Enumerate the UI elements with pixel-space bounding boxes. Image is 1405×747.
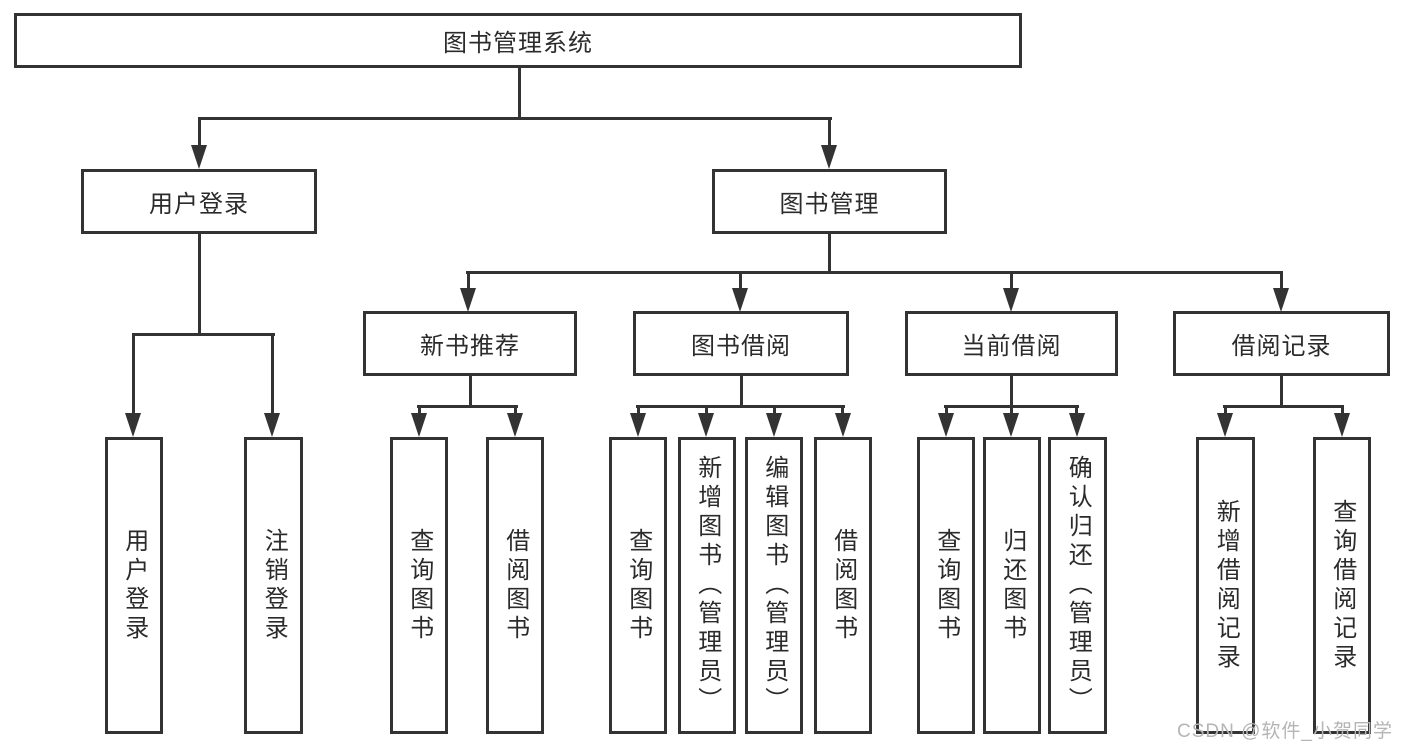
connector-line xyxy=(636,405,845,408)
leaf-user-login: 用户登录 xyxy=(105,437,163,734)
leaf-borrow-edit-admin: 编辑图书（管理员） xyxy=(745,437,803,734)
node-new-books: 新书推荐 xyxy=(363,311,577,376)
connector-line xyxy=(828,234,831,274)
arrow-down-icon xyxy=(1217,413,1233,437)
leaf-borrow-add-admin-label: 新增图书（管理员） xyxy=(693,455,721,716)
arrow-down-icon xyxy=(732,288,748,312)
connector-line xyxy=(740,376,743,407)
connector-line xyxy=(1224,405,1227,416)
leaf-borrow-query: 查询图书 xyxy=(609,437,667,734)
arrow-down-icon xyxy=(411,413,427,437)
leaf-user-login-label: 用户登录 xyxy=(120,527,148,644)
node-book-borrow-label: 图书借阅 xyxy=(691,333,791,360)
arrow-down-icon xyxy=(460,288,476,312)
connector-line xyxy=(637,405,640,416)
connector-line xyxy=(1075,405,1078,416)
connector-line xyxy=(132,333,135,415)
leaf-logout-label: 注销登录 xyxy=(260,527,288,644)
leaf-records-add: 新增借阅记录 xyxy=(1196,437,1255,734)
leaf-newbooks-borrow: 借阅图书 xyxy=(486,437,544,734)
connector-line xyxy=(828,117,831,148)
leaf-borrow-borrow: 借阅图书 xyxy=(814,437,872,734)
node-user-login: 用户登录 xyxy=(81,169,317,234)
connector-line xyxy=(518,68,521,120)
arrow-down-icon xyxy=(821,145,837,169)
node-root: 图书管理系统 xyxy=(14,13,1022,68)
node-new-books-label: 新书推荐 xyxy=(420,333,520,360)
leaf-current-return: 归还图书 xyxy=(983,437,1041,734)
leaf-logout: 注销登录 xyxy=(244,437,303,734)
connector-line xyxy=(1010,271,1013,290)
node-book-borrow: 图书借阅 xyxy=(633,311,849,376)
connector-line xyxy=(417,405,518,408)
arrow-down-icon xyxy=(507,413,523,437)
node-user-login-label: 用户登录 xyxy=(149,191,249,218)
connector-line xyxy=(271,333,274,415)
leaf-current-confirm-admin: 确认归还（管理员） xyxy=(1048,437,1107,734)
leaf-newbooks-query-label: 查询图书 xyxy=(405,527,433,644)
connector-line xyxy=(1341,405,1344,416)
leaf-current-query: 查询图书 xyxy=(917,437,975,734)
arrow-down-icon xyxy=(1069,413,1085,437)
arrow-down-icon xyxy=(835,413,851,437)
connector-line xyxy=(418,405,421,416)
node-root-label: 图书管理系统 xyxy=(443,30,593,57)
connector-line xyxy=(739,271,742,290)
arrow-down-icon xyxy=(698,413,714,437)
connector-line xyxy=(1223,405,1344,408)
leaf-borrow-borrow-label: 借阅图书 xyxy=(829,527,857,644)
leaf-current-return-label: 归还图书 xyxy=(998,527,1026,644)
connector-line xyxy=(945,405,948,416)
arrow-down-icon xyxy=(630,413,646,437)
leaf-records-add-label: 新增借阅记录 xyxy=(1212,498,1240,673)
connector-line xyxy=(466,271,1283,274)
leaf-borrow-query-label: 查询图书 xyxy=(624,527,652,644)
leaf-newbooks-borrow-label: 借阅图书 xyxy=(501,527,529,644)
connector-line xyxy=(198,117,832,120)
connector-line xyxy=(1280,376,1283,407)
connector-line xyxy=(198,117,201,148)
arrow-down-icon xyxy=(1003,288,1019,312)
arrow-down-icon xyxy=(766,413,782,437)
leaf-records-query: 查询借阅记录 xyxy=(1313,437,1371,734)
csdn-watermark: CSDN @软件_小贺同学 xyxy=(1177,721,1393,742)
connector-line xyxy=(469,376,472,407)
arrow-down-icon xyxy=(938,413,954,437)
leaf-borrow-edit-admin-label: 编辑图书（管理员） xyxy=(760,455,788,716)
connector-line xyxy=(1010,405,1013,416)
node-current-borrow-label: 当前借阅 xyxy=(961,333,1062,360)
leaf-current-confirm-admin-label: 确认归还（管理员） xyxy=(1064,455,1092,716)
connector-line xyxy=(705,405,708,416)
arrow-down-icon xyxy=(1334,413,1350,437)
connector-line xyxy=(467,271,470,290)
arrow-down-icon xyxy=(191,145,207,169)
connector-line xyxy=(1010,376,1013,407)
node-borrow-records-label: 借阅记录 xyxy=(1231,333,1332,360)
node-borrow-records: 借阅记录 xyxy=(1173,311,1390,376)
connector-line xyxy=(132,333,275,336)
leaf-newbooks-query: 查询图书 xyxy=(390,437,448,734)
connector-line xyxy=(773,405,776,416)
arrow-down-icon xyxy=(125,413,141,437)
leaf-borrow-add-admin: 新增图书（管理员） xyxy=(678,437,736,734)
leaf-records-query-label: 查询借阅记录 xyxy=(1328,498,1356,673)
node-book-management: 图书管理 xyxy=(712,169,947,234)
arrow-down-icon xyxy=(264,413,280,437)
node-book-management-label: 图书管理 xyxy=(779,191,880,218)
arrow-down-icon xyxy=(1003,413,1019,437)
connector-line xyxy=(198,234,201,336)
leaf-current-query-label: 查询图书 xyxy=(932,527,960,644)
connector-line xyxy=(514,405,517,416)
connector-line xyxy=(841,405,844,416)
arrow-down-icon xyxy=(1273,288,1289,312)
node-current-borrow: 当前借阅 xyxy=(905,311,1118,376)
connector-line xyxy=(1280,271,1283,290)
